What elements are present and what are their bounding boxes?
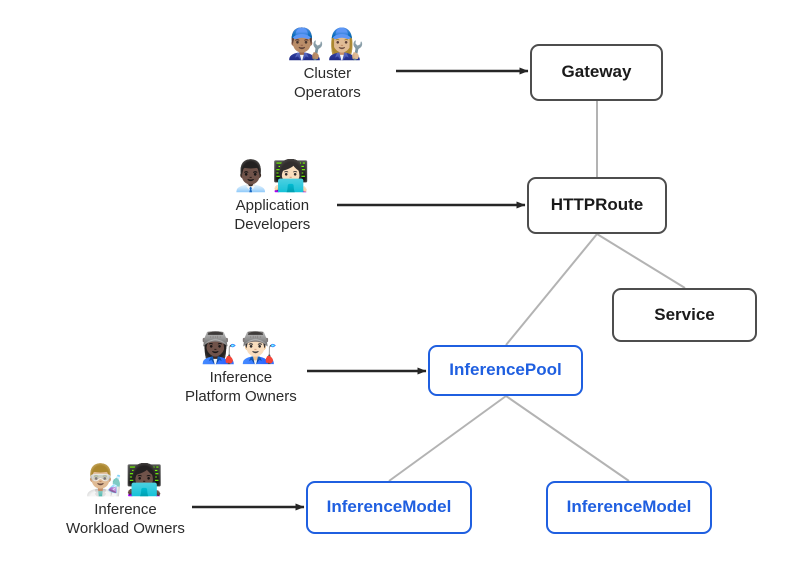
man-mechanic-icon-woman-mechanic-icon: 👨🏽‍🔧👩🏼‍🔧 — [287, 28, 368, 61]
persona-arrows — [192, 67, 529, 511]
scientist-icon-technologist-icon: 👨🏼‍🔬👩🏿‍💻 — [85, 464, 166, 497]
node-inferencemodel2[interactable]: InferenceModel — [546, 481, 712, 534]
actor-label-line: Inference — [94, 501, 157, 518]
edge-httproute-inferencepool — [505, 233, 598, 346]
node-label: HTTPRoute — [550, 195, 644, 215]
node-label: InferenceModel — [566, 497, 692, 517]
actor-label-line: Workload Owners — [66, 519, 185, 537]
node-label: Service — [654, 304, 715, 324]
woman-construction-worker-icon-man-construction-worker-icon: 👩🏿‍🏭👨🏻‍🏭 — [200, 332, 282, 365]
node-label: InferenceModel — [326, 497, 452, 517]
node-label: InferencePool — [449, 360, 562, 380]
actor-label-line: Operators — [294, 83, 361, 101]
edge-inferencepool-inferencemodel1 — [388, 395, 507, 482]
node-gateway[interactable]: Gateway — [530, 44, 663, 101]
man-office-worker-icon-woman-technologist-icon: 👨🏿‍💼👩🏻‍💻 — [232, 160, 313, 193]
actor-label-line: Developers — [234, 215, 311, 233]
actor-label-line: Platform Owners — [185, 387, 297, 405]
actor-label-line: Inference — [209, 369, 273, 386]
actor-label-line: Application — [235, 197, 310, 214]
edge-inferencepool-inferencemodel2 — [505, 395, 630, 482]
node-inferencemodel1[interactable]: InferenceModel — [306, 481, 472, 534]
edge-httproute-service — [596, 233, 686, 289]
node-label: Gateway — [561, 62, 632, 82]
node-inferencepool[interactable]: InferencePool — [428, 345, 583, 396]
node-service[interactable]: Service — [612, 288, 757, 342]
node-httproute[interactable]: HTTPRoute — [527, 177, 667, 234]
actor-label-line: Cluster — [303, 65, 352, 82]
